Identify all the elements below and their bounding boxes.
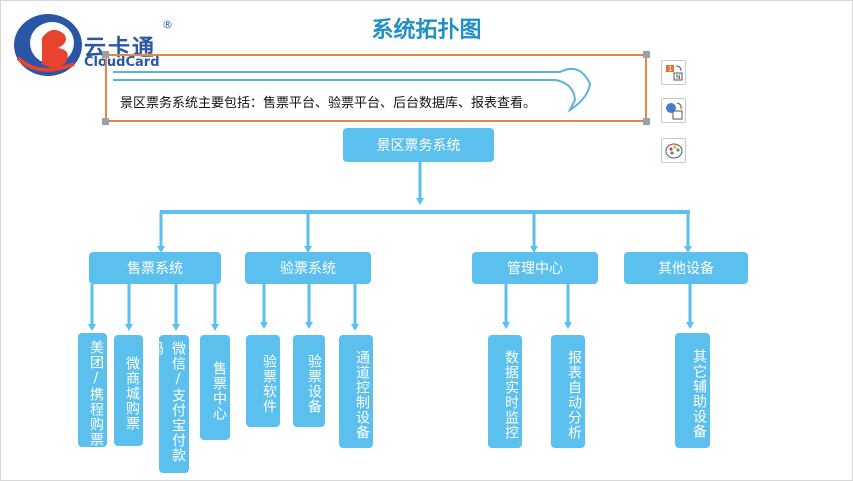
- shape-button[interactable]: [661, 98, 686, 123]
- layout-button[interactable]: 1 N: [661, 60, 686, 85]
- description-textbox[interactable]: [105, 54, 647, 122]
- logo-english: CloudCard: [84, 55, 160, 70]
- logo-emblem-icon: [14, 14, 82, 76]
- shape-icon: [666, 102, 683, 120]
- palette-icon: [665, 143, 683, 159]
- leaf-node[interactable]: 验票设备: [293, 335, 325, 427]
- description-text[interactable]: 景区票务系统主要包括：售票平台、验票平台、后台数据库、报表查看。: [120, 96, 537, 111]
- decorative-arrow: [113, 68, 592, 113]
- leaf-node[interactable]: 美团/携程购票: [78, 333, 107, 447]
- logo-registered-mark: ®: [162, 18, 173, 31]
- category-node-management[interactable]: 管理中心: [472, 252, 598, 284]
- leaf-node[interactable]: 验票软件: [246, 335, 280, 427]
- leaf-node[interactable]: 微商城购票: [114, 335, 143, 446]
- leaf-node[interactable]: 微信/支付宝付款码: [148, 335, 189, 473]
- palette-button[interactable]: [661, 138, 686, 163]
- leaf-node[interactable]: 售票中心: [200, 335, 230, 440]
- page-title: 系统拓扑图: [371, 18, 482, 43]
- logo-name: 云卡通: [84, 36, 157, 61]
- resize-handle-top-right[interactable]: [643, 51, 650, 58]
- leaf-node[interactable]: 其它辅助设备: [675, 333, 710, 448]
- category-node-validation[interactable]: 验票系统: [245, 252, 371, 284]
- svg-text:1: 1: [668, 65, 672, 73]
- root-node[interactable]: 景区票务系统: [343, 128, 494, 162]
- leaf-node[interactable]: 报表自动分析: [551, 335, 585, 448]
- leaf-node[interactable]: 数据实时监控: [488, 335, 522, 448]
- leaf-node[interactable]: 通道控制设备: [339, 335, 373, 448]
- category-node-ticketing[interactable]: 售票系统: [89, 252, 221, 284]
- resize-handle-bottom-right[interactable]: [643, 118, 650, 125]
- svg-text:N: N: [676, 74, 681, 81]
- resize-handle-top-left[interactable]: [102, 51, 109, 58]
- resize-handle-bottom-left[interactable]: [102, 118, 109, 125]
- category-node-other[interactable]: 其他设备: [624, 252, 748, 284]
- layout-icon: 1 N: [666, 65, 683, 81]
